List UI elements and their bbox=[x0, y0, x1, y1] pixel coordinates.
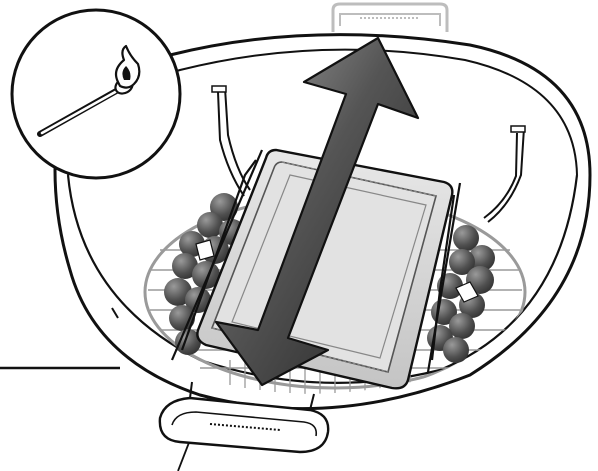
lid-handle bbox=[333, 4, 447, 32]
match-inset bbox=[12, 10, 180, 178]
